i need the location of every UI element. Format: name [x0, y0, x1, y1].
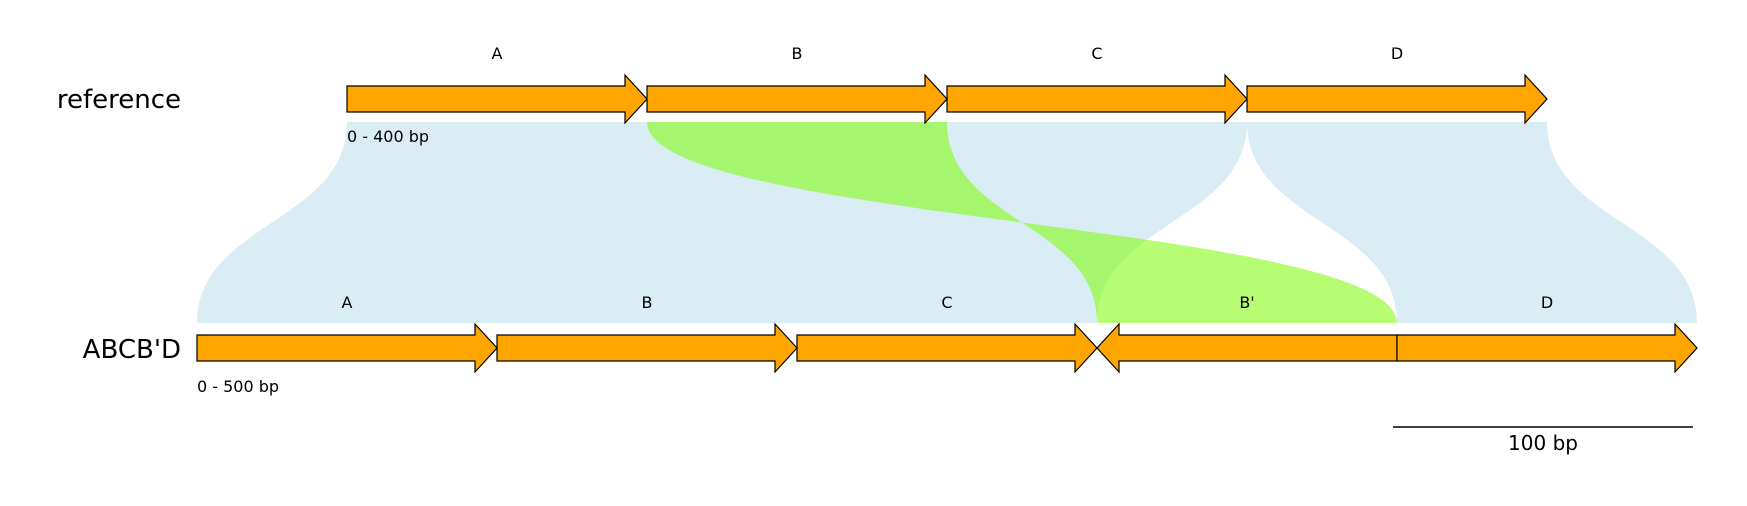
gene-arrow [496, 322, 798, 374]
scale-bar-label: 100 bp [1508, 431, 1578, 455]
range-label-query: 0 - 500 bp [197, 377, 279, 396]
gene-label: D [1541, 293, 1553, 312]
gene-label: D [1391, 44, 1403, 63]
range-label-reference: 0 - 400 bp [347, 127, 429, 146]
scale-bar: 100 bp [1393, 426, 1693, 455]
track-name-query: ABCB'D [83, 335, 181, 365]
gene-label: C [941, 293, 952, 312]
track-name-reference: reference [57, 85, 181, 115]
alignment-link [197, 122, 647, 323]
reference-genes: A B C D [346, 44, 1548, 125]
gene-label: A [342, 293, 353, 312]
alignment-links [197, 122, 1697, 323]
gene-arrow [946, 73, 1248, 125]
gene-arrow [646, 73, 948, 125]
alignment-link [647, 122, 1397, 323]
alignment-link [1247, 122, 1697, 323]
gene-label: C [1091, 44, 1102, 63]
gene-arrow [796, 322, 1098, 374]
query-genes: A B C B' D [196, 293, 1698, 374]
gene-label: B [642, 293, 653, 312]
gene-arrow [1396, 322, 1698, 374]
gene-label: B [792, 44, 803, 63]
gene-arrow [1246, 73, 1548, 125]
gene-arrow [196, 322, 498, 374]
gene-arrow [1096, 322, 1398, 374]
gene-arrow [346, 73, 648, 125]
gene-label: B' [1239, 293, 1254, 312]
track-reference: reference A B C D 0 - 400 bp [57, 44, 1548, 146]
gene-label: A [492, 44, 503, 63]
